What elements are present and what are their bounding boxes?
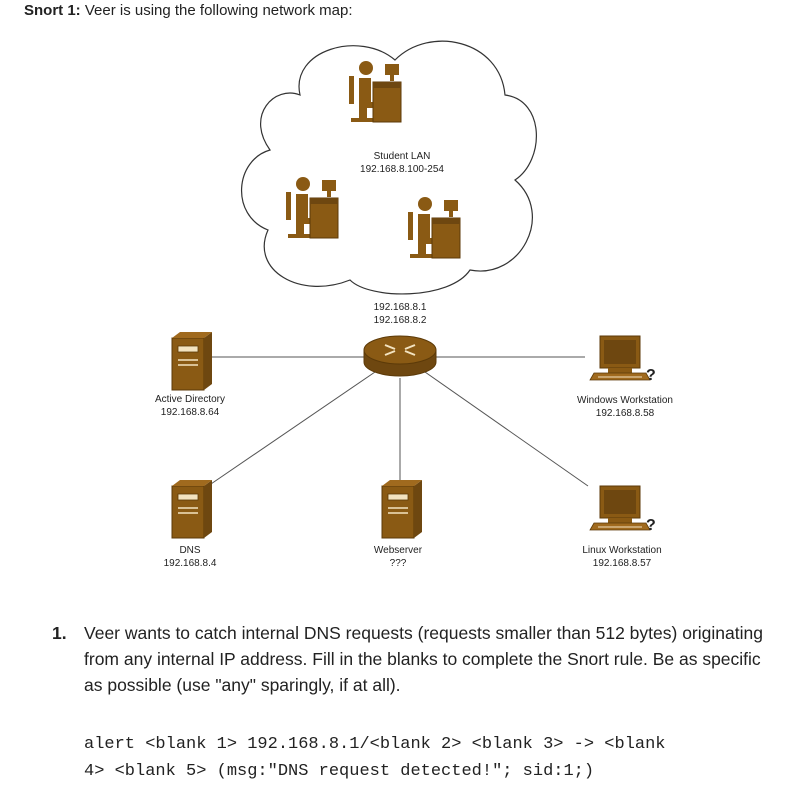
lan-label: Student LAN [374, 151, 431, 162]
active-directory-server-icon [171, 331, 213, 391]
dns-name: DNS [179, 545, 200, 556]
code-line-1: alert <blank 1> 192.168.8.1/<blank 2> <b… [84, 735, 666, 754]
web-name: Webserver [374, 545, 423, 556]
web-ip: ??? [390, 558, 407, 569]
intro-text: Snort 1: Veer is using the following net… [24, 2, 352, 19]
linux-workstation-icon [589, 485, 657, 535]
question-text: Veer wants to catch internal DNS request… [84, 623, 763, 695]
windows-ip: 192.168.8.58 [596, 408, 655, 419]
lan-range: 192.168.8.100-254 [360, 164, 444, 175]
question-number: 1. [52, 623, 67, 643]
windows-workstation-icon [589, 335, 657, 385]
connections [207, 356, 589, 487]
linux-ip: 192.168.8.57 [593, 558, 652, 569]
network-map: ? Student LAN 192.168.8.100-254 192.168.… [155, 40, 673, 569]
webserver-icon [381, 479, 423, 539]
dns-server-icon [171, 479, 213, 539]
windows-name: Windows Workstation [577, 395, 673, 406]
ad-name: Active Directory [155, 394, 225, 405]
code-line-2: 4> <blank 5> (msg:"DNS request detected!… [84, 762, 595, 781]
intro-body: Veer is using the following network map: [80, 2, 353, 19]
snort-rule-code: alert <blank 1> 192.168.8.1/<blank 2> <b… [84, 731, 666, 785]
intro-heading: Snort 1: [24, 2, 81, 19]
router-icon [363, 335, 437, 377]
ad-ip: 192.168.8.64 [161, 407, 220, 418]
linux-name: Linux Workstation [582, 545, 661, 556]
router-ip-2: 192.168.8.2 [374, 315, 427, 326]
dns-ip: 192.168.8.4 [164, 558, 217, 569]
router-ip-1: 192.168.8.1 [374, 302, 427, 313]
